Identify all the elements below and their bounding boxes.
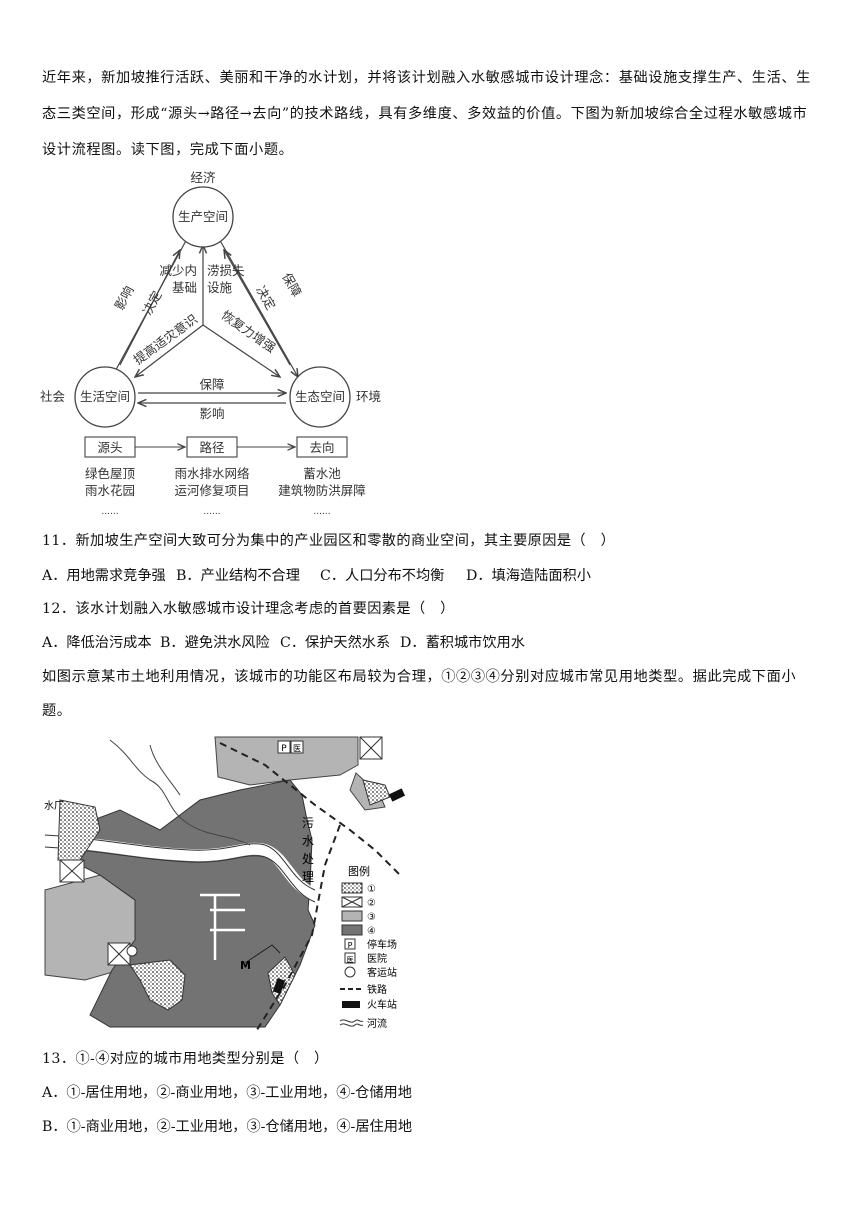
- edge-left-outer: 影响: [112, 283, 137, 312]
- label-society: 社会: [40, 389, 66, 404]
- legend-5: 停车场: [367, 938, 397, 951]
- legend-title: 图例: [348, 864, 370, 878]
- col3-dots: ......: [313, 507, 330, 517]
- node-production: [172, 186, 234, 248]
- edge-bottom-top: 保障: [199, 377, 224, 392]
- q12-option-d[interactable]: D．蓄积城市饮用水: [400, 635, 525, 651]
- map-sewage-3: 处: [302, 852, 314, 866]
- legend-10: 河流: [367, 1017, 387, 1030]
- q11-option-d[interactable]: D．填海造陆面积小: [466, 568, 591, 584]
- node-ecology-label: 生态空间: [295, 389, 345, 404]
- map-parking-symbol: P: [281, 744, 287, 754]
- node-ecology: [289, 366, 351, 428]
- spoke-right-label: 恢复力增强: [219, 307, 279, 355]
- legend-hospital-symbol: 医: [347, 956, 354, 964]
- legend-8: 铁路: [367, 983, 387, 996]
- col2-dots: ......: [203, 507, 220, 517]
- col1-item2: 雨水花园: [85, 483, 135, 498]
- box-destination: 去向: [309, 440, 334, 455]
- q11-stem: 11．新加坡生产空间大致可分为集中的产业园区和零散的商业空间，其主要原因是（ ）: [42, 533, 616, 549]
- legend-6: 医院: [367, 952, 387, 965]
- center-left-1: 减少内: [159, 263, 197, 278]
- col2-item2: 运河修复项目: [174, 483, 249, 498]
- q11-option-b[interactable]: B．产业结构不合理: [176, 568, 300, 584]
- q12-option-a[interactable]: A．降低治污成本: [42, 635, 152, 651]
- q12-option-b[interactable]: B．避免洪水风险: [160, 635, 270, 651]
- legend-2: ②: [367, 898, 376, 909]
- node-living: [74, 366, 136, 428]
- col1-item1: 绿色屋顶: [85, 466, 136, 481]
- center-right-1: 涝损失: [207, 263, 245, 278]
- map-m-label: M: [240, 959, 251, 972]
- map-sewage-4: 理: [302, 870, 314, 884]
- col2-item1: 雨水排水网络: [174, 466, 250, 481]
- box-source: 源头: [97, 440, 122, 455]
- edge-bottom-bottom: 影响: [199, 406, 224, 421]
- intro-paragraph: 近年来，新加坡推行活跃、美丽和干净的水计划，并将该计划融入水敏感城市设计理念：基…: [42, 70, 811, 158]
- center-right-2: 设施: [207, 280, 233, 295]
- spoke-left-label: 提高适灾意识: [131, 311, 201, 367]
- q13-option-a[interactable]: A．①-居住用地，②-商业用地，③-工业用地，④-仓储用地: [42, 1085, 412, 1101]
- edge-right-outer: 保障: [279, 270, 304, 299]
- q11-option-a[interactable]: A．用地需求竞争强: [42, 568, 166, 584]
- legend-9: 火车站: [367, 998, 397, 1011]
- intro2-paragraph: 如图示意某市土地利用情况，该城市的功能区布局较为合理，①②③④分别对应城市常见用…: [42, 669, 797, 719]
- legend-4: ④: [367, 926, 376, 937]
- q13-option-b[interactable]: B．①-商业用地，②-工业用地，③-仓储用地，④-居住用地: [42, 1119, 413, 1135]
- q12-option-c[interactable]: C．保护天然水系: [280, 635, 391, 651]
- col3-item1: 蓄水池: [303, 466, 341, 481]
- q11-option-c[interactable]: C．人口分布不均衡: [320, 568, 445, 584]
- map-water-plant: 水厂: [44, 800, 64, 812]
- land-use-map: M P 医 水厂 污 水 处 理 图例 ① ② ③ ④ P 停车场 医 医院 客…: [44, 736, 406, 1034]
- legend-3: ③: [367, 912, 376, 923]
- q13-stem: 13．①-④对应的城市用地类型分别是（ ）: [42, 1051, 329, 1067]
- map-sewage-2: 水: [302, 834, 314, 848]
- box-path: 路径: [199, 440, 224, 455]
- col1-dots: ......: [101, 507, 118, 517]
- map-hospital-symbol: 医: [293, 744, 301, 753]
- legend-7: 客运站: [367, 966, 397, 979]
- q12-stem: 12．该水计划融入水敏感城市设计理念考虑的首要因素是（ ）: [42, 601, 455, 617]
- edge-left-inner: 决定: [140, 288, 165, 317]
- center-left-2: 基础: [172, 280, 197, 295]
- label-environment: 环境: [356, 389, 381, 404]
- label-economy: 经济: [190, 170, 216, 185]
- map-sewage-1: 污: [302, 816, 314, 830]
- legend-p-symbol: P: [348, 941, 353, 950]
- water-sensitive-flow-diagram: 经济 生产空间 生活空间 生态空间 社会 环境 影响 决定 保障 决定 保障 影…: [40, 170, 381, 517]
- col3-item2: 建筑物防洪屏障: [278, 483, 366, 498]
- node-living-label: 生活空间: [80, 389, 130, 404]
- map-legend: 图例 ① ② ③ ④ P 停车场 医 医院 客运站 铁路 火车站 河流: [339, 864, 397, 1030]
- node-production-label: 生产空间: [178, 209, 228, 224]
- legend-1: ①: [367, 884, 376, 895]
